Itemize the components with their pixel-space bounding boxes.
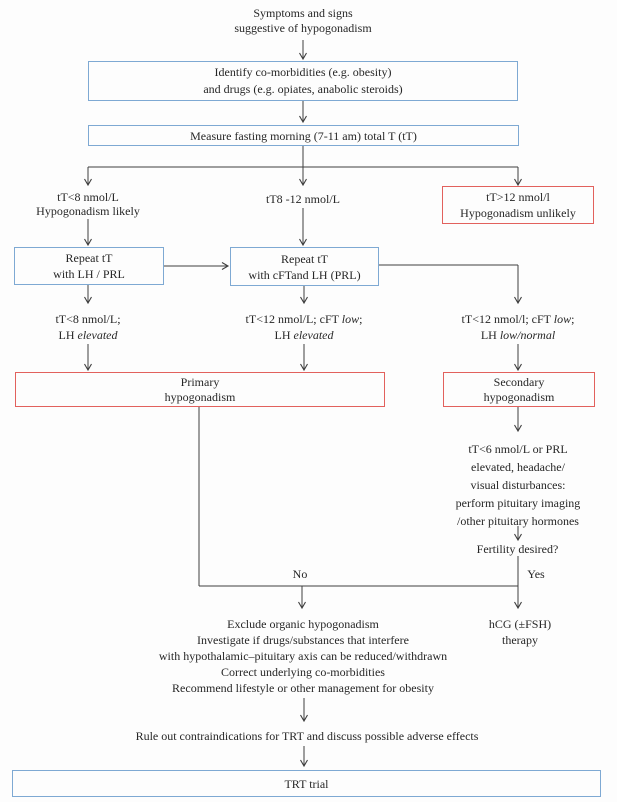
pituitary-line-5: /other pituitary hormones <box>457 514 579 528</box>
branch-mid-text: tT8 -12 nmol/L <box>233 192 373 206</box>
manage-line-4: Correct underlying co-morbidities <box>221 665 385 679</box>
result-left-l2-italic: elevated <box>77 328 118 342</box>
start-text: Symptoms and signs suggestive of hypogon… <box>193 6 413 36</box>
pituitary-line-2: elevated, headache/ <box>471 460 565 474</box>
result-left-l2-prefix: LH <box>58 328 78 342</box>
branch-mid-line-1: tT8 -12 nmol/L <box>266 192 340 206</box>
result-mid-line-1: tT<12 nmol/L; cFT low; <box>214 311 394 327</box>
manage-line-5: Recommend lifestyle or other management … <box>172 681 434 695</box>
secondary-line-1: Secondary <box>493 374 545 389</box>
primary-line-2: hypogonadism <box>164 389 236 404</box>
repeat-left-line-1: Repeat tT <box>65 251 113 265</box>
result-mid-l1-italic: low <box>341 312 360 326</box>
result-right-line-2: LH low/normal <box>428 327 608 343</box>
result-mid-l2-prefix: LH <box>274 328 294 342</box>
start-line-2: suggestive of hypogonadism <box>234 21 372 35</box>
start-line-1: Symptoms and signs <box>253 6 353 20</box>
result-left-text: tT<8 nmol/L; LH elevated <box>8 311 168 343</box>
result-left-line-1: tT<8 nmol/L; <box>55 312 121 326</box>
repeat-mid-line-2: with cFTand LH (PRL) <box>248 267 361 282</box>
branch-high-line-2: Hypogonadism unlikely <box>460 206 576 220</box>
repeat-lh-prl-box: Repeat tT with LH / PRL <box>14 247 164 285</box>
rule-out-text: Rule out contraindications for TRT and d… <box>87 728 527 744</box>
primary-line-1: Primary <box>180 374 220 389</box>
yes-label: Yes <box>527 567 545 581</box>
result-mid-l2-italic: elevated <box>293 328 334 342</box>
measure-line-1: Measure fasting morning (7-11 am) total … <box>190 128 417 143</box>
result-mid-text: tT<12 nmol/L; cFT low; LH elevated <box>214 311 394 343</box>
result-mid-l1-prefix: tT<12 nmol/L; cFT <box>245 312 342 326</box>
fertility-line-1: Fertility desired? <box>476 542 559 556</box>
result-right-line-1: tT<12 nmol/l; cFT low; <box>428 311 608 327</box>
trt-trial-box: TRT trial <box>12 770 601 797</box>
result-right-text: tT<12 nmol/l; cFT low; LH low/normal <box>428 311 608 343</box>
branch-low-line-2: Hypogonadism likely <box>36 204 140 218</box>
result-mid-l1-suffix: ; <box>359 312 363 326</box>
identify-line-1: Identify co-morbidities (e.g. obesity) <box>214 65 392 79</box>
pituitary-line-3: visual disturbances: <box>470 478 566 492</box>
secondary-line-2: hypogonadism <box>483 389 555 404</box>
trt-line-1: TRT trial <box>284 776 329 791</box>
branch-high-line-1: tT>12 nmol/l <box>486 190 550 204</box>
repeat-mid-line-1: Repeat tT <box>281 251 328 266</box>
no-label: No <box>292 567 308 581</box>
result-right-l1-italic: low <box>553 312 572 326</box>
identify-line-2: and drugs (e.g. opiates, anabolic steroi… <box>203 82 403 96</box>
manage-line-3: with hypothalamic–pituitary axis can be … <box>158 649 448 663</box>
result-mid-line-2: LH elevated <box>214 327 394 343</box>
pituitary-workup-text: tT<6 nmol/L or PRL elevated, headache/ v… <box>428 440 608 530</box>
manage-line-1: Exclude organic hypogonadism <box>227 617 379 631</box>
measure-total-t-box: Measure fasting morning (7-11 am) total … <box>88 125 519 146</box>
pituitary-line-1: tT<6 nmol/L or PRL <box>468 442 568 456</box>
branch-low-line-1: tT<8 nmol/L <box>57 190 119 204</box>
management-text: Exclude organic hypogonadism Investigate… <box>123 616 483 696</box>
hypogonadism-unlikely-box: tT>12 nmol/l Hypogonadism unlikely <box>442 186 594 224</box>
repeat-cft-lh-box: Repeat tT with cFTand LH (PRL) <box>230 247 379 286</box>
hcg-line-2: therapy <box>502 633 538 647</box>
pituitary-line-4: perform pituitary imaging <box>455 496 581 510</box>
result-right-l1-prefix: tT<12 nmol/l; cFT <box>461 312 554 326</box>
rule-out-line-1: Rule out contraindications for TRT and d… <box>135 729 479 743</box>
fertility-question-text: Fertility desired? <box>447 542 588 556</box>
secondary-hypogonadism-box: Secondary hypogonadism <box>443 372 595 407</box>
identify-comorbidities-box: Identify co-morbidities (e.g. obesity) a… <box>88 61 518 101</box>
result-left-line-2: LH elevated <box>8 327 168 343</box>
result-right-l2-prefix: LH <box>480 328 500 342</box>
hcg-line-1: hCG (±FSH) <box>488 617 552 631</box>
branch-low-text: tT<8 nmol/L Hypogonadism likely <box>18 190 158 218</box>
result-right-l2-italic: low/normal <box>499 328 556 342</box>
primary-hypogonadism-box: Primary hypogonadism <box>15 372 385 407</box>
repeat-left-line-2: with LH / PRL <box>53 267 125 281</box>
manage-line-2: Investigate if drugs/substances that int… <box>197 633 409 647</box>
result-right-l1-suffix: ; <box>571 312 575 326</box>
hcg-therapy-text: hCG (±FSH) therapy <box>450 616 590 648</box>
